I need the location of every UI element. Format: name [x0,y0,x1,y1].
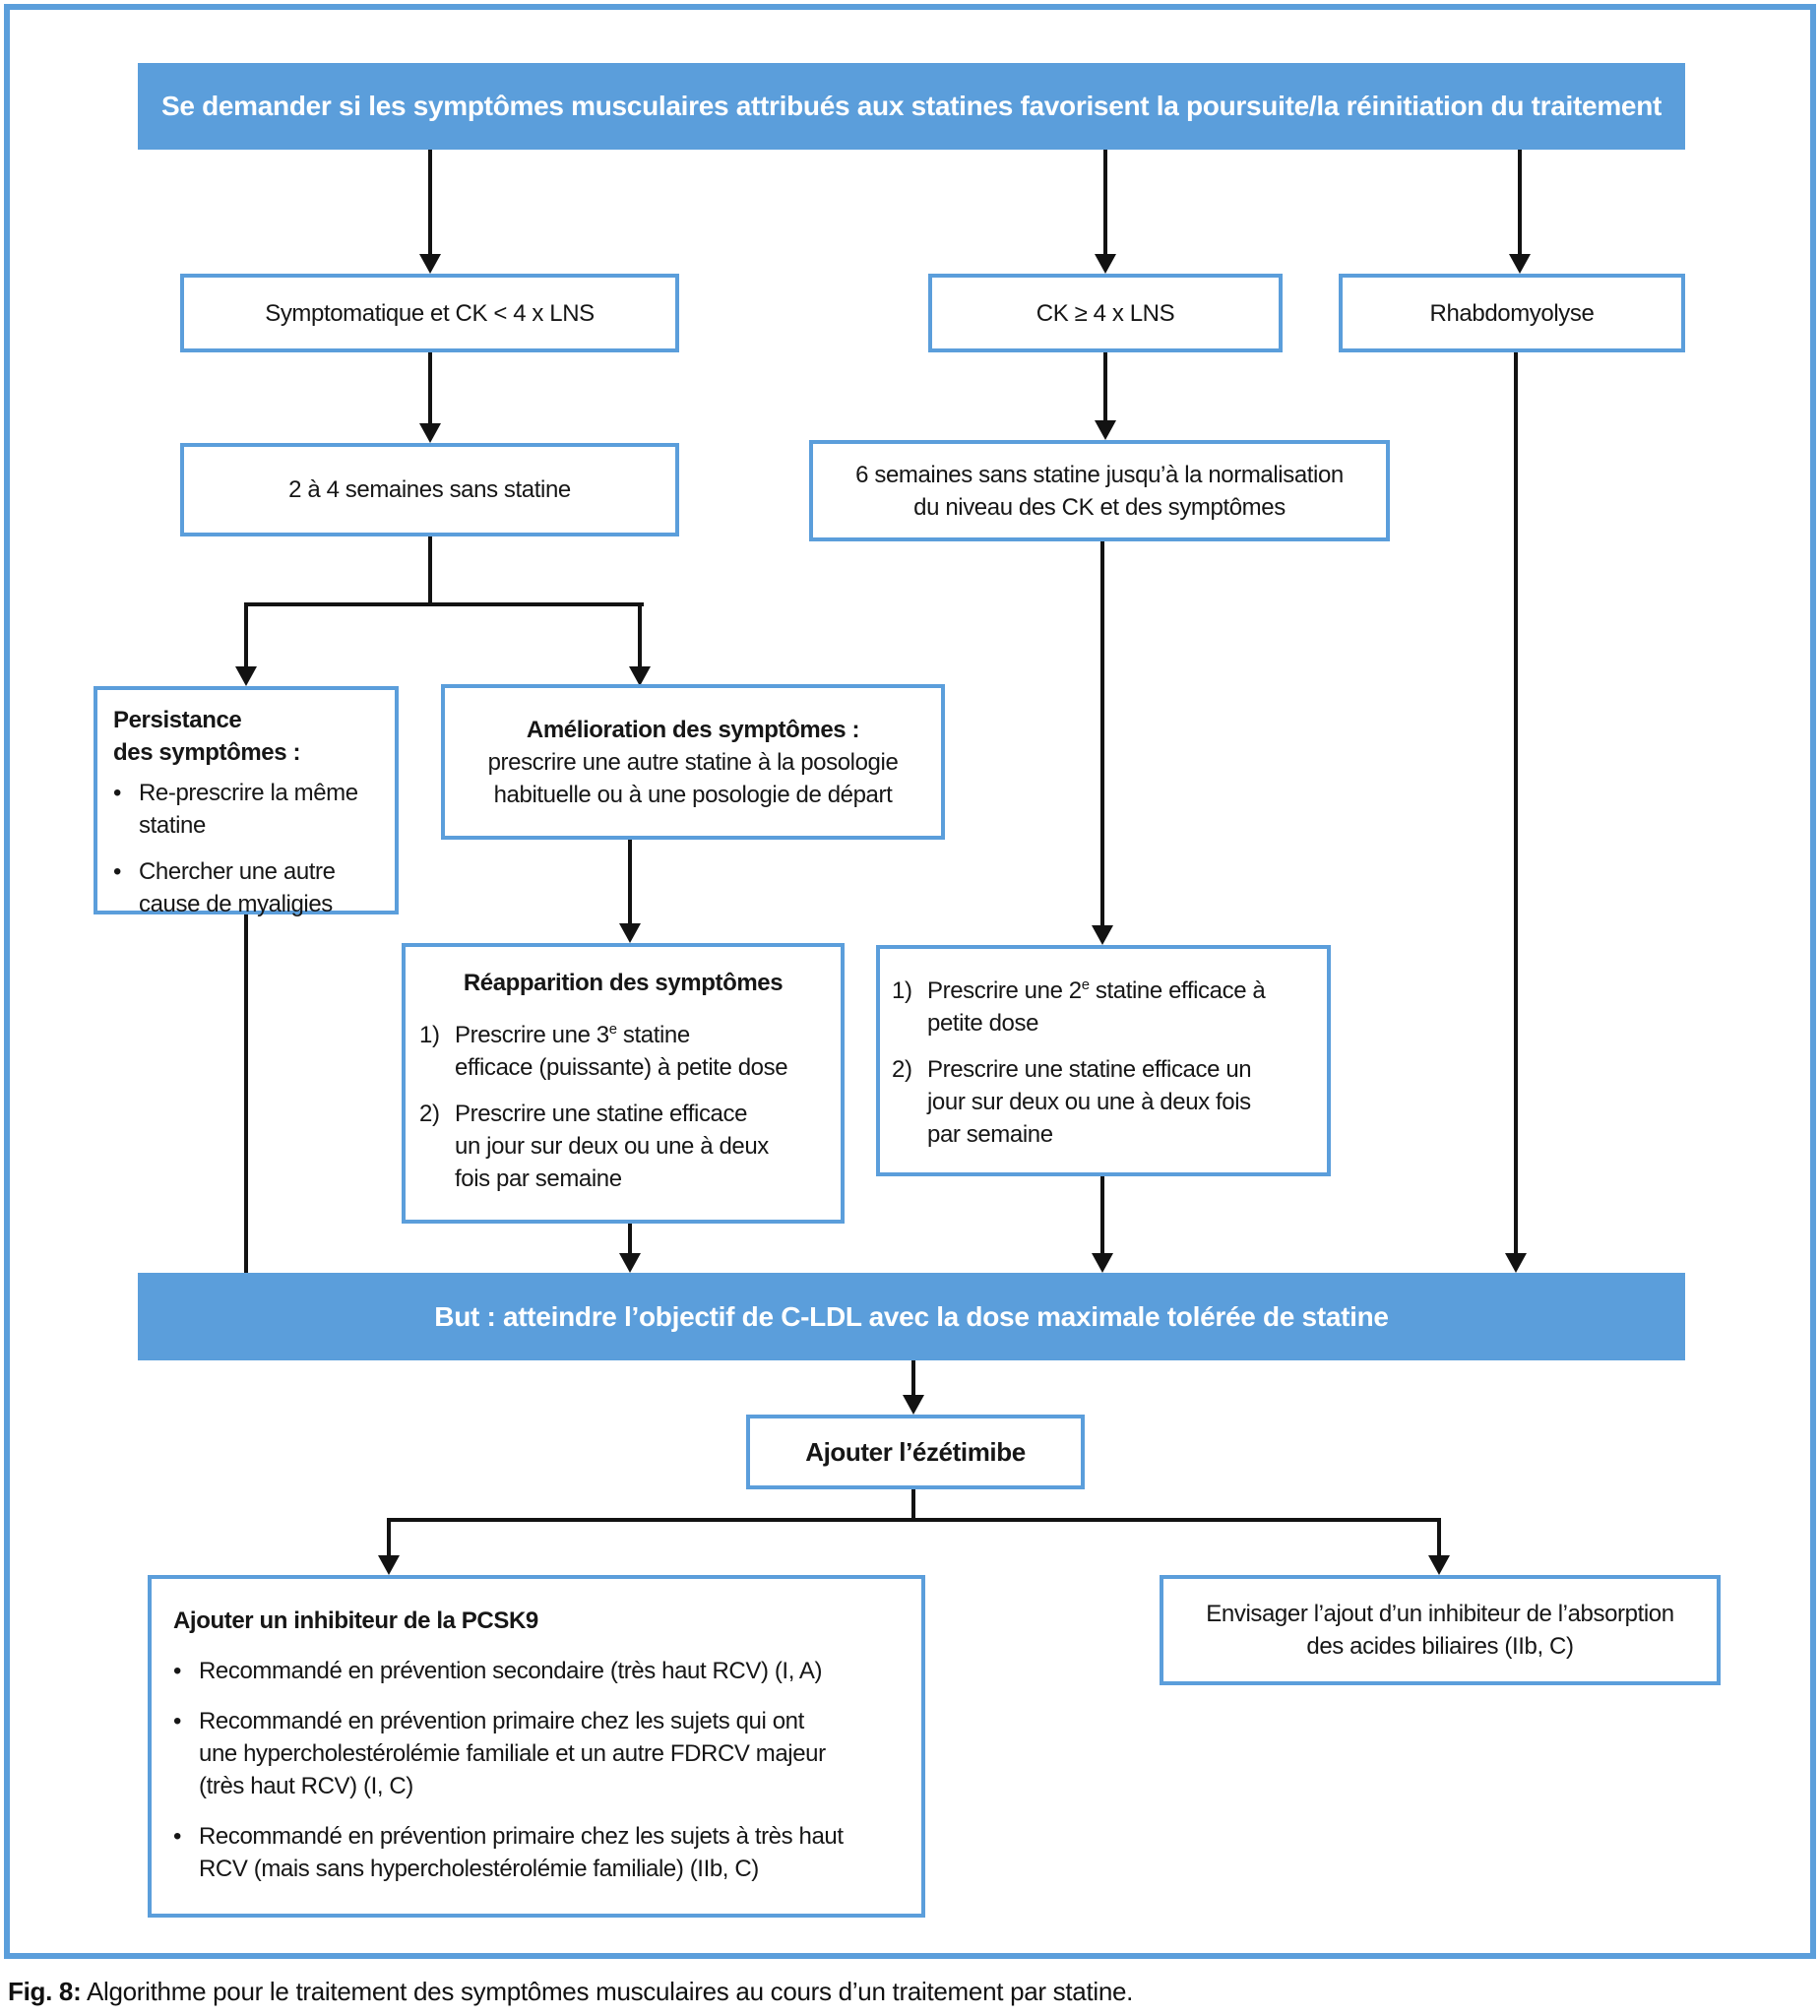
superscript-e: e [1081,977,1090,993]
pcsk9-bullet-1-text: Recommandé en prévention secondaire (trè… [199,1658,823,1684]
top-banner: Se demander si les symptômes musculaires… [138,63,1685,150]
second-statin-item-1-text: Prescrire une 2e statine efficace à peti… [927,977,1266,1037]
box-wait-2-4-weeks: 2 à 4 semaines sans statine [180,443,679,536]
connector-symptomatic-to-wait24 [428,352,432,423]
connector-recurrence-to-goal [628,1224,632,1253]
recurrence-item-2-number: 2) [419,1101,440,1127]
connector-wait24-split-stem [428,536,432,602]
figure-caption: Fig. 8: Algorithme pour le traitement de… [8,1977,1133,2007]
connector-split-to-persistence [244,602,248,666]
figure-caption-label: Fig. 8: [8,1977,82,2006]
arrow-down-icon [1092,925,1113,945]
second-statin-item-1: 1) Prescrire une 2e statine efficace à p… [892,975,1315,1040]
recurrence-item-1: 1) Prescrire une 3e statine efficace (pu… [419,1019,827,1084]
box-bile-acid: Envisager l’ajout d’un inhibiteur de l’a… [1160,1575,1721,1685]
box-wait-6-weeks: 6 semaines sans statine jusqu’à la norma… [809,440,1390,541]
box-pcsk9: Ajouter un inhibiteur de la PCSK9 • Reco… [148,1575,925,1918]
box-ezetimibe: Ajouter l’ézétimibe [746,1415,1085,1489]
pcsk9-bullet-1: • Recommandé en prévention secondaire (t… [173,1655,900,1687]
bullet-icon: • [173,1658,182,1684]
connector-persistence-to-goal [244,914,248,1273]
pcsk9-bullet-2-text: Recommandé en prévention primaire chez l… [199,1708,826,1799]
connector-ezetimibe-split-stem [911,1489,915,1518]
second-statin-item-1-number: 1) [892,977,912,1004]
second-statin-item-2: 2) Prescrire une statine efficace un jou… [892,1053,1315,1151]
arrow-down-icon [629,666,651,686]
bullet-icon: • [173,1708,182,1734]
arrow-down-icon [419,254,441,274]
second-statin-item-2-text: Prescrire une statine efficace un jour s… [927,1056,1252,1148]
box-symptomatic: Symptomatique et CK < 4 x LNS [180,274,679,352]
bullet-icon: • [113,858,122,885]
recurrence-item-1-number: 1) [419,1022,440,1048]
arrow-down-icon [619,923,641,943]
recurrence-item-2: 2) Prescrire une statine efficace un jou… [419,1098,827,1195]
box-persistence: Persistance des symptômes : • Re-prescri… [94,686,399,917]
connector-goal-to-ezetimibe [911,1360,915,1395]
recurrence-title: Réapparition des symptômes [463,970,784,996]
persistence-bullet-1: • Re-prescrire la même statine [113,777,379,842]
recurrence-item-1-text: Prescrire une 3e statine efficace (puiss… [455,1022,788,1081]
connector-improvement-to-recurrence [628,840,632,923]
persistence-title: Persistance des symptômes : [113,707,301,766]
arrow-down-icon [1092,1253,1113,1273]
box-second-statin: 1) Prescrire une 2e statine efficace à p… [876,945,1331,1176]
arrow-down-icon [1095,254,1116,274]
figure-caption-text: Algorithme pour le traitement des symptô… [86,1977,1134,2006]
connector-wait6-to-second-statin [1100,541,1104,925]
connector-wait24-split-bar [244,602,644,606]
pcsk9-title: Ajouter un inhibiteur de la PCSK9 [173,1607,538,1634]
persistence-bullet-1-text: Re-prescrire la même statine [139,780,358,839]
bullet-icon: • [173,1823,182,1850]
second-statin-item-2-number: 2) [892,1056,912,1083]
pcsk9-bullet-3-text: Recommandé en prévention primaire chez l… [199,1823,844,1882]
arrow-down-icon [619,1253,641,1273]
connector-split-to-pcsk9 [387,1518,391,1555]
improvement-title: Amélioration des symptômes : [526,716,860,743]
connector-second-statin-to-goal [1100,1176,1104,1253]
bullet-icon: • [113,780,122,806]
arrow-down-icon [1095,420,1116,440]
superscript-e: e [608,1022,617,1038]
improvement-body: prescrire une autre statine à la posolog… [487,748,899,808]
connector-banner-to-rhabdo [1518,150,1522,254]
box-improvement: Amélioration des symptômes : prescrire u… [441,684,945,840]
connector-ezetimibe-split-bar [387,1518,1441,1522]
connector-ck-high-to-wait6 [1103,352,1107,420]
arrow-down-icon [1505,1253,1527,1273]
connector-rhabdo-to-goal [1514,352,1518,1253]
connector-split-to-improvement [638,602,642,666]
connector-banner-to-ck-high [1103,150,1107,254]
connector-split-to-bile-acid [1437,1518,1441,1555]
arrow-down-icon [1509,254,1531,274]
persistence-bullet-2-text: Chercher une autre cause de myaligies [139,858,336,917]
box-rhabdomyolysis: Rhabdomyolyse [1339,274,1685,352]
pcsk9-bullet-3: • Recommandé en prévention primaire chez… [173,1820,900,1885]
recurrence-item-2-text: Prescrire une statine efficace un jour s… [455,1101,769,1192]
connector-banner-to-symptomatic [428,150,432,254]
arrow-down-icon [903,1395,924,1415]
persistence-bullet-2: • Chercher une autre cause de myaligies [113,855,379,920]
arrow-down-icon [1428,1555,1450,1575]
box-recurrence: Réapparition des symptômes 1) Prescrire … [402,943,845,1224]
arrow-down-icon [419,423,441,443]
box-ck-high: CK ≥ 4 x LNS [928,274,1283,352]
pcsk9-bullet-2: • Recommandé en prévention primaire chez… [173,1705,900,1802]
arrow-down-icon [378,1555,400,1575]
arrow-down-icon [235,666,257,686]
goal-banner: But : atteindre l’objectif de C-LDL avec… [138,1273,1685,1360]
